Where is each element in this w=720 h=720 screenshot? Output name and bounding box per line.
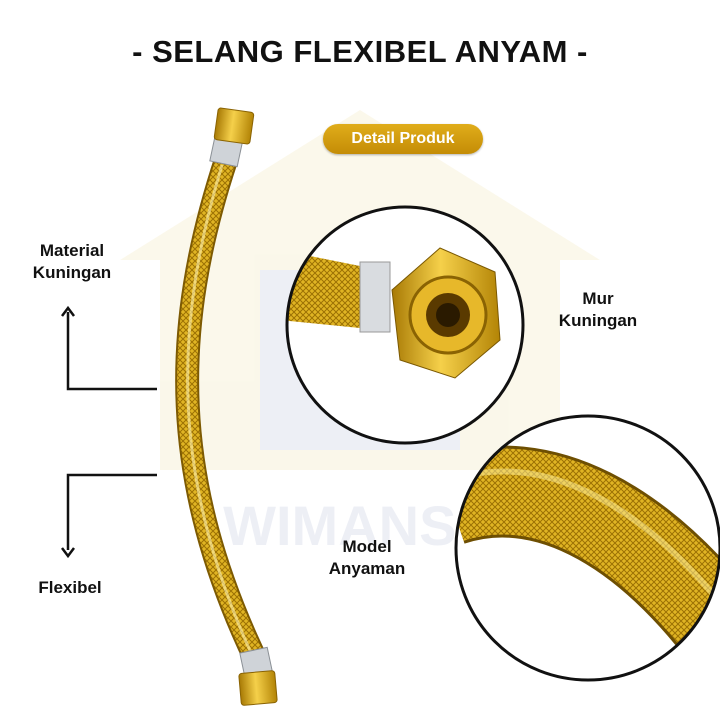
label-line: Kuningan (32, 263, 112, 282)
svg-text:WIMANSA: WIMANSA (223, 494, 497, 557)
detail-braid-circle (454, 414, 720, 682)
detail-produk-badge: Detail Produk (323, 124, 483, 154)
label-mur-kuningan: Mur Kuningan (548, 288, 648, 332)
label-line: Kuningan (558, 311, 638, 330)
label-line: Anyaman (328, 559, 406, 578)
hose-image (175, 107, 278, 706)
detail-nut-circle (285, 205, 525, 445)
label-line: Material (39, 241, 105, 260)
label-line: Mur (582, 289, 614, 308)
page-title: - SELANG FLEXIBEL ANYAM - (132, 34, 588, 69)
arrow-up-icon (61, 305, 157, 391)
label-flexibel: Flexibel (38, 578, 102, 597)
label-model-anyaman: Model Anyaman (317, 536, 417, 580)
label-material-kuningan: Material Kuningan (22, 240, 122, 284)
arrow-down-icon (61, 473, 157, 559)
label-line: Model (342, 537, 392, 556)
